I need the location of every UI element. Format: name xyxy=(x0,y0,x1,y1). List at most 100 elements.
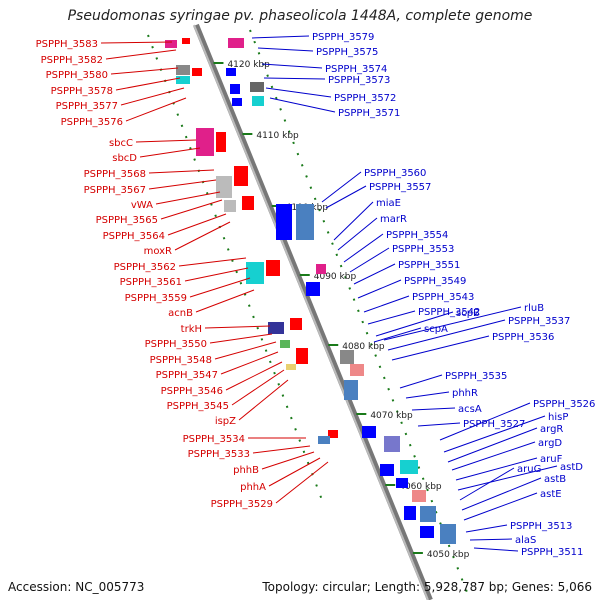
gene-feature xyxy=(380,464,394,476)
label-leader-line xyxy=(257,47,314,52)
gene-feature xyxy=(306,282,320,296)
gene-label-right: PSPPH_3557 xyxy=(369,182,431,193)
gene-feature xyxy=(182,38,190,44)
label-leader-line xyxy=(447,427,538,463)
label-leader-line xyxy=(105,49,177,60)
gene-label-left: PSPPH_3583 xyxy=(36,39,98,50)
label-leader-line xyxy=(184,267,249,282)
gene-label-left: ispZ xyxy=(215,416,236,427)
label-leader-line xyxy=(375,311,454,337)
gene-label-left: phhA xyxy=(240,482,266,493)
label-leader-line xyxy=(155,191,221,205)
gene-feature xyxy=(362,426,376,438)
gene-feature xyxy=(230,84,240,94)
label-leader-line xyxy=(148,169,215,174)
gene-label-right: alaS xyxy=(515,535,536,546)
label-leader-line xyxy=(261,451,315,470)
label-leader-line xyxy=(263,77,326,80)
label-leader-line xyxy=(391,335,490,361)
label-leader-line xyxy=(195,289,255,313)
gene-feature xyxy=(420,506,436,522)
gene-label-right: rluB xyxy=(524,303,544,314)
gene-feature xyxy=(176,65,190,75)
gene-label-left: PSPPH_3547 xyxy=(156,370,218,381)
gene-label-right: astB xyxy=(544,474,566,485)
gene-label-left: PSPPH_3546 xyxy=(161,386,223,397)
label-leader-line xyxy=(337,217,378,251)
gene-label-left: PSPPH_3565 xyxy=(96,215,158,226)
tick-label: 4080 kbp xyxy=(342,342,385,352)
gene-feature xyxy=(242,196,254,210)
gene-label-left: PSPPH_3576 xyxy=(61,117,123,128)
genome-backbone xyxy=(193,23,433,600)
label-leader-line xyxy=(209,333,273,344)
gene-feature xyxy=(296,348,308,364)
gene-label-right: phhR xyxy=(452,388,478,399)
gene-label-right: PSPPH_3573 xyxy=(328,75,390,86)
gene-feature xyxy=(280,340,290,348)
gene-feature xyxy=(316,264,326,274)
gene-feature xyxy=(404,506,416,520)
gene-label-right: PSPPH_3549 xyxy=(404,276,466,287)
tick-label: 4090 kbp xyxy=(314,272,357,282)
label-leader-line xyxy=(178,257,247,267)
gene-label-right: aruF xyxy=(540,454,563,465)
label-leader-line xyxy=(268,457,321,487)
gene-label-left: PSPPH_3568 xyxy=(84,169,146,180)
gene-label-right: hisP xyxy=(548,412,568,423)
gene-label-left: acnB xyxy=(168,308,193,319)
gene-label-right: PSPPH_3526 xyxy=(533,399,595,410)
gene-label-right: argD xyxy=(538,438,562,449)
gene-feature xyxy=(396,478,408,488)
gene-label-right: argR xyxy=(540,424,563,435)
genome-backbone-highlight xyxy=(193,24,429,600)
gene-feature xyxy=(400,460,418,474)
gene-label-left: PSPPH_3567 xyxy=(84,185,146,196)
label-leader-line xyxy=(333,201,374,241)
gene-feature xyxy=(165,40,177,48)
gene-label-left: PSPPH_3533 xyxy=(188,449,250,460)
gene-label-right: PSPPH_3536 xyxy=(492,332,554,343)
label-leader-line xyxy=(125,97,187,122)
tick-label: 4050 kbp xyxy=(427,550,470,560)
label-leader-line xyxy=(325,185,367,209)
label-leader-line xyxy=(204,325,271,329)
gene-label-left: PSPPH_3580 xyxy=(46,70,108,81)
gene-feature xyxy=(344,380,358,400)
gene-feature xyxy=(232,98,242,106)
gene-feature xyxy=(224,200,236,212)
label-leader-line xyxy=(417,422,461,427)
gene-label-left: vWA xyxy=(131,200,153,211)
gene-feature xyxy=(246,262,264,284)
gene-label-right: PSPPH_3511 xyxy=(521,547,583,558)
gene-label-left: PSPPH_3529 xyxy=(211,499,273,510)
label-leader-line xyxy=(451,441,536,471)
label-leader-line xyxy=(463,492,538,521)
gene-feature xyxy=(290,318,302,330)
accession-text: Accession: NC_005773 xyxy=(8,580,145,594)
gene-label-right: PSPPH_3527 xyxy=(463,419,525,430)
label-leader-line xyxy=(383,306,522,341)
gene-label-right: PSPPH_3574 xyxy=(325,64,387,75)
label-leader-line xyxy=(214,341,277,360)
label-leader-line xyxy=(265,87,332,98)
gene-feature xyxy=(234,166,248,186)
label-leader-line xyxy=(373,327,422,343)
gene-feature xyxy=(216,176,232,198)
gene-label-right: PSPPH_3579 xyxy=(312,32,374,43)
label-leader-line xyxy=(148,179,217,190)
tick-label: 4120 kbp xyxy=(227,60,270,70)
gene-label-right: miaE xyxy=(376,198,401,209)
gene-feature xyxy=(340,350,354,364)
gene-label-left: PSPPH_3578 xyxy=(51,86,113,97)
gene-label-right: astE xyxy=(540,489,562,500)
label-leader-line xyxy=(469,538,513,541)
gene-feature xyxy=(268,322,284,334)
gene-label-left: PSPPH_3577 xyxy=(56,101,118,112)
label-leader-line xyxy=(220,351,279,375)
gene-feature xyxy=(286,364,296,370)
gene-label-left: PSPPH_3534 xyxy=(183,434,245,445)
label-leader-line xyxy=(167,213,227,236)
gene-feature xyxy=(192,68,202,76)
label-leader-line xyxy=(251,35,310,39)
